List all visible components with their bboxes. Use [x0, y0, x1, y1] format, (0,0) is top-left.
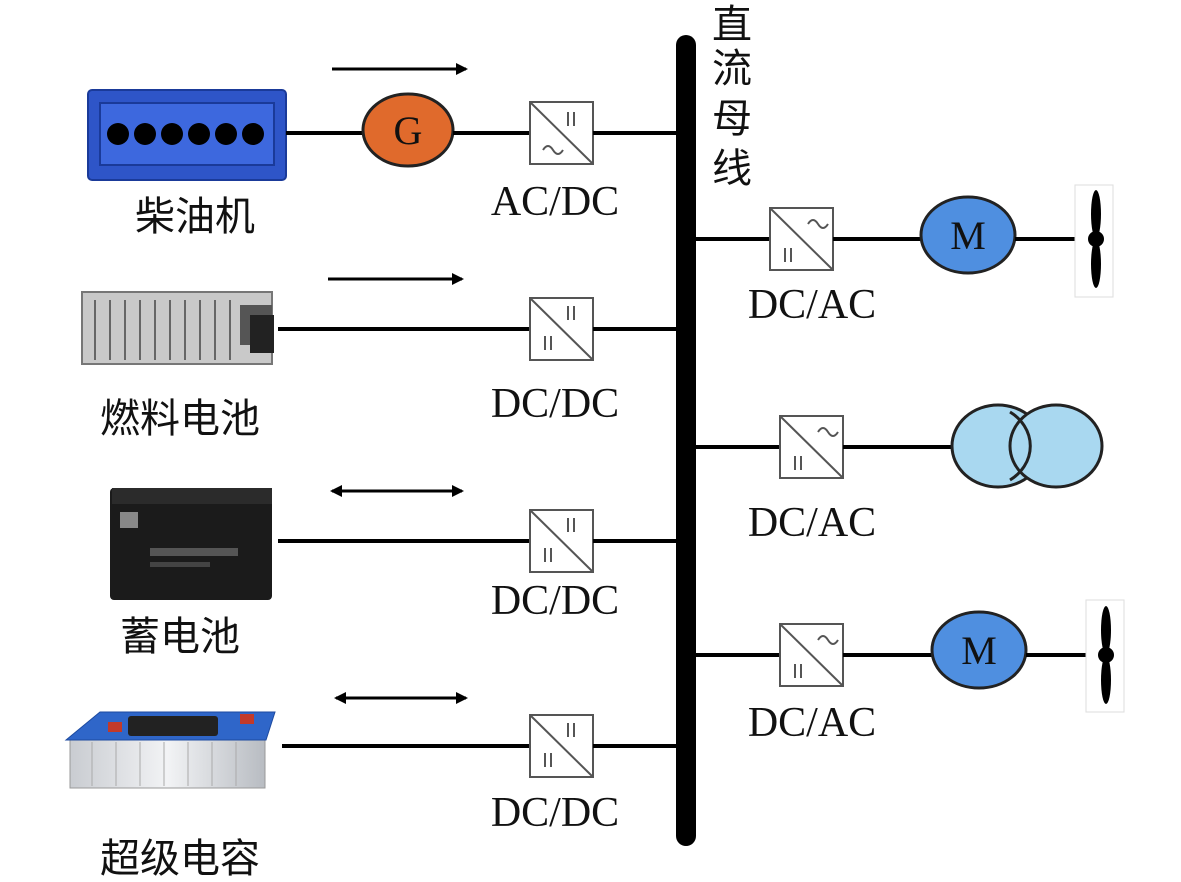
motor-icon: M — [919, 195, 1017, 275]
source-battery: 蓄电池 DC/DC — [110, 485, 676, 660]
converter-label: DC/AC — [748, 500, 876, 546]
source-supercap: 超级电容 DC/DC — [64, 692, 676, 882]
motor-symbol: M — [950, 213, 986, 258]
dc-ac-converter-icon — [779, 623, 844, 687]
converter-label: DC/AC — [748, 700, 876, 746]
dc-ac-converter-icon — [769, 207, 834, 271]
motor-icon: M — [930, 610, 1028, 690]
converter-label: DC/AC — [748, 282, 876, 328]
source-label: 超级电容 — [100, 836, 260, 882]
bus-label-char: 直 — [712, 2, 752, 48]
load-motor-1: M DC/AC — [696, 184, 1114, 328]
generator-icon: G — [361, 92, 455, 168]
source-label: 燃料电池 — [100, 396, 260, 442]
bus-label-char: 母 — [712, 96, 752, 142]
converter-label: DC/DC — [491, 790, 619, 836]
source-diesel: G 柴油机 AC/DC — [87, 63, 676, 240]
transformer-icon — [950, 403, 1104, 489]
battery-icon — [110, 488, 272, 600]
motor-symbol: M — [961, 628, 997, 673]
converter-label: DC/DC — [491, 578, 619, 624]
load-transformer: DC/AC — [696, 403, 1104, 546]
supercapacitor-icon — [64, 711, 276, 789]
dc-dc-converter-icon — [529, 509, 594, 573]
dc-dc-converter-icon — [529, 714, 594, 778]
fuel-cell-icon — [81, 291, 274, 365]
propeller-icon — [1074, 184, 1114, 298]
source-label: 柴油机 — [135, 194, 255, 240]
source-label: 蓄电池 — [120, 614, 240, 660]
load-motor-2: M DC/AC — [696, 599, 1125, 746]
converter-label: AC/DC — [491, 179, 619, 225]
ac-dc-converter-icon — [529, 101, 594, 165]
diesel-engine-icon — [87, 89, 287, 181]
dc-dc-converter-icon — [529, 297, 594, 361]
bus-label: 直 流 母 线 — [712, 2, 752, 192]
propeller-icon — [1085, 599, 1125, 713]
dc-ac-converter-icon — [779, 415, 844, 479]
bus-label-char: 线 — [712, 146, 752, 192]
bus-label-char: 流 — [712, 46, 752, 92]
source-fuel-cell: 燃料电池 DC/DC — [81, 273, 676, 442]
generator-symbol: G — [394, 108, 423, 153]
converter-label: DC/DC — [491, 381, 619, 427]
